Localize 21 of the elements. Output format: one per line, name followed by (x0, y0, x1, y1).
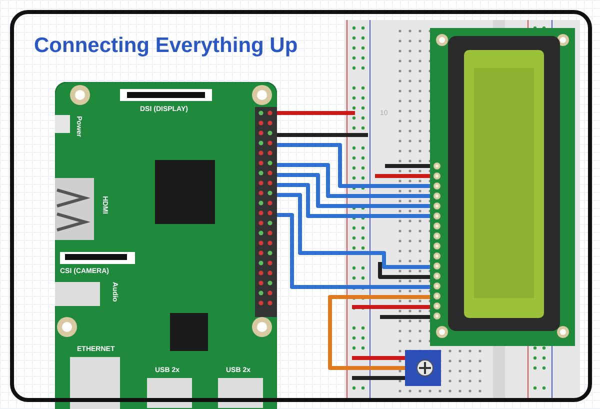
potentiometer-drawing (405, 350, 441, 386)
jumper-wire (385, 164, 430, 168)
jumper-wire (277, 163, 430, 198)
jumper-wire (277, 111, 355, 115)
jumper-wire (352, 305, 430, 309)
jumper-wire (277, 183, 430, 218)
jumper-wire (352, 356, 405, 360)
jumper-wire (352, 376, 405, 380)
jumper-wire (375, 174, 430, 178)
jumper-wire (277, 193, 430, 269)
jumper-wire (380, 315, 430, 319)
jumper-wire (277, 213, 430, 289)
lcd-module-drawing (430, 28, 575, 346)
jumper-wire (277, 173, 430, 208)
circuit-board-drawing (55, 82, 277, 409)
jumper-wire (277, 143, 430, 188)
title: Connecting Everything Up (34, 34, 298, 58)
jumper-wire (277, 133, 368, 137)
jumper-wire (328, 295, 430, 370)
breadboard-drawing (345, 20, 580, 398)
jumper-wire (378, 262, 430, 279)
